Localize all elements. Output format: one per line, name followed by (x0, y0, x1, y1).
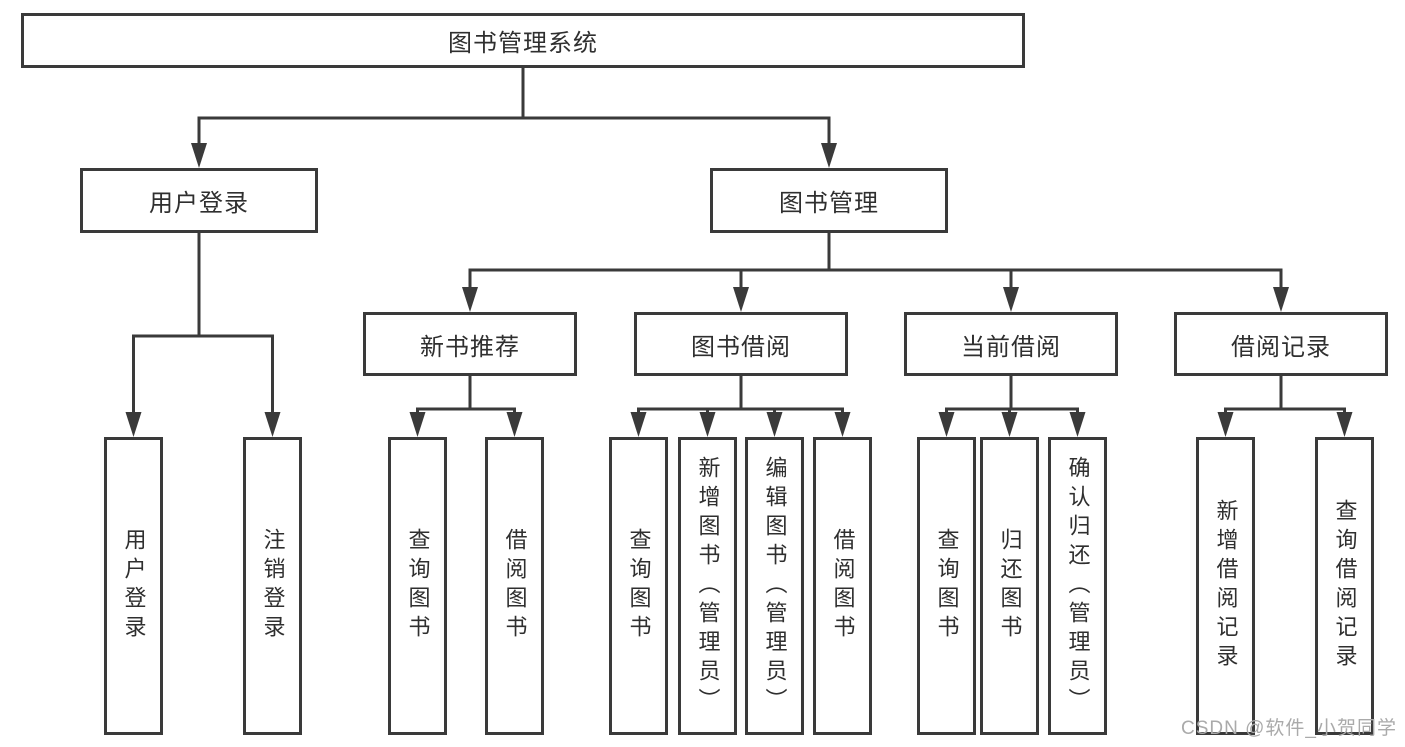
node-label: 编辑图书（管理员） (762, 455, 788, 717)
node-label: 查询借阅记录 (1332, 499, 1358, 673)
leaf-records-query-record: 查询借阅记录 (1315, 437, 1374, 735)
node-label: 用户登录 (121, 528, 147, 644)
node-label: 新增借阅记录 (1213, 499, 1239, 673)
leaf-rec-borrow-book: 借阅图书 (485, 437, 544, 735)
leaf-borrow-add-book-admin: 新增图书（管理员） (678, 437, 737, 735)
leaf-logout: 注销登录 (243, 437, 302, 735)
node-label: 图书管理系统 (448, 30, 598, 57)
leaf-current-query-book: 查询图书 (917, 437, 976, 735)
node-label: 用户登录 (149, 190, 249, 217)
node-book-borrowing: 图书借阅 (634, 312, 848, 376)
node-label: 新增图书（管理员） (695, 455, 721, 717)
node-label: 注销登录 (260, 528, 286, 644)
node-label: 借阅记录 (1231, 333, 1331, 361)
node-user-login: 用户登录 (80, 168, 318, 233)
node-label: 查询图书 (405, 528, 431, 644)
node-label: 查询图书 (934, 528, 960, 644)
node-label: 新书推荐 (420, 333, 520, 361)
watermark: CSDN @软件_小贺同学 (1181, 718, 1397, 739)
node-label: 归还图书 (997, 528, 1023, 644)
node-label: 借阅图书 (502, 528, 528, 644)
leaf-current-confirm-return-admin: 确认归还（管理员） (1048, 437, 1107, 735)
node-current-borrowing: 当前借阅 (904, 312, 1118, 376)
leaf-borrow-query-book: 查询图书 (609, 437, 668, 735)
node-new-book-recommendation: 新书推荐 (363, 312, 577, 376)
leaf-current-return-book: 归还图书 (980, 437, 1039, 735)
node-label: 借阅图书 (830, 528, 856, 644)
leaf-borrow-borrow-book: 借阅图书 (813, 437, 872, 735)
leaf-rec-query-book: 查询图书 (388, 437, 447, 735)
leaf-user-login: 用户登录 (104, 437, 163, 735)
node-label: 图书管理 (779, 190, 879, 217)
node-borrowing-records: 借阅记录 (1174, 312, 1388, 376)
node-label: 确认归还（管理员） (1065, 455, 1091, 717)
leaf-records-add-record: 新增借阅记录 (1196, 437, 1255, 735)
node-library-management-system: 图书管理系统 (21, 13, 1025, 68)
leaf-borrow-edit-book-admin: 编辑图书（管理员） (745, 437, 804, 735)
node-label: 查询图书 (626, 528, 652, 644)
node-label: 当前借阅 (961, 333, 1061, 361)
node-book-management: 图书管理 (710, 168, 948, 233)
node-label: 图书借阅 (691, 333, 791, 361)
